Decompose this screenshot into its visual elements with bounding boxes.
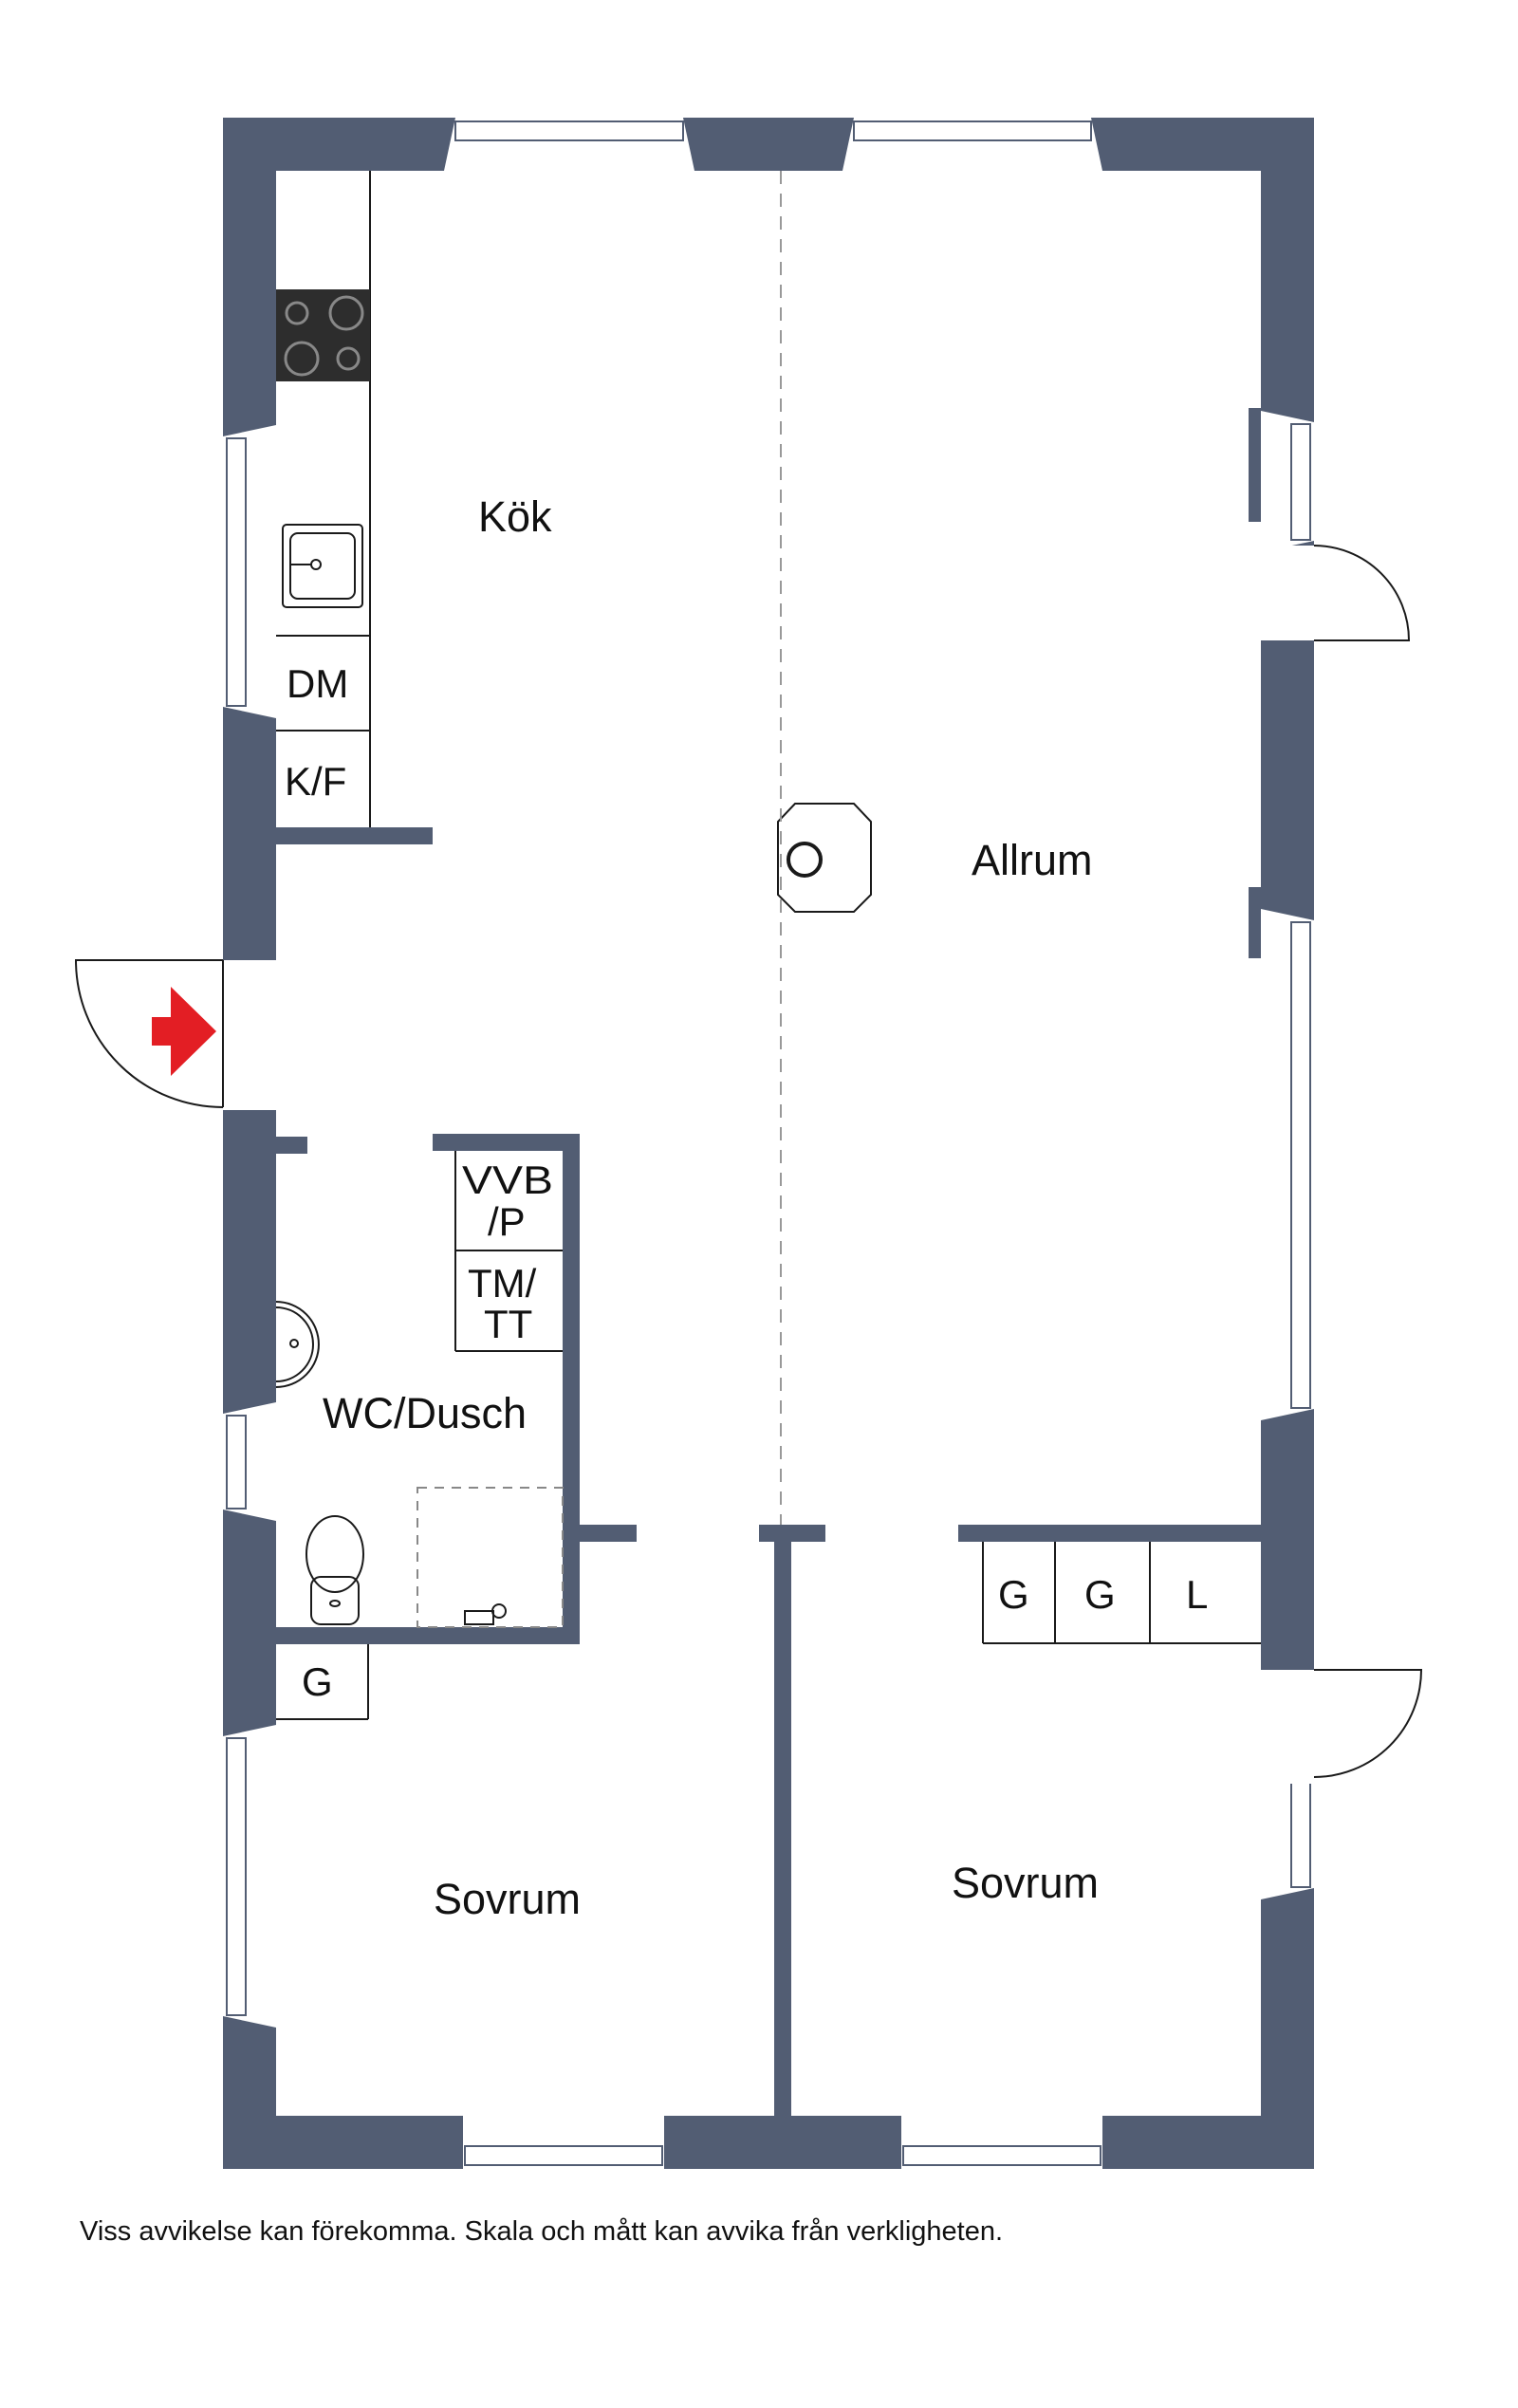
label-tt: TT: [484, 1302, 532, 1346]
label-g-bath: G: [302, 1659, 333, 1704]
stove-icon: [276, 289, 370, 381]
label-g-2: G: [1084, 1572, 1116, 1617]
windows: [223, 118, 1314, 2169]
label-l: L: [1186, 1572, 1208, 1617]
room-label-sovrum-right: Sovrum: [952, 1859, 1099, 1907]
doors: [74, 545, 1423, 1784]
label-tm: TM/: [468, 1261, 537, 1306]
exterior-walls: [223, 118, 1314, 2169]
label-vvb-p: /P: [488, 1199, 526, 1244]
washbasin-icon: [275, 1301, 320, 1388]
central-wall-cap: [759, 1525, 825, 1542]
central-bedroom-wall: [774, 1525, 791, 2116]
bath-bottom-wall: [273, 1627, 580, 1644]
fireplace-icon: [777, 803, 872, 913]
label-vvb: VVB: [462, 1158, 553, 1202]
bath-wall-stub: [273, 1137, 307, 1154]
room-label-wc-dusch: WC/Dusch: [323, 1389, 527, 1437]
disclaimer-text: Viss avvikelse kan förekomma. Skala och …: [80, 2216, 1004, 2247]
toilet-icon: [305, 1515, 364, 1625]
room-label-allrum: Allrum: [972, 836, 1093, 884]
closets: [276, 1542, 1261, 1720]
closet-top-wall: [958, 1525, 1262, 1542]
entrance-arrow-icon: [152, 987, 216, 1076]
bath-wall-stub-right: [580, 1525, 637, 1542]
label-g-1: G: [998, 1572, 1029, 1617]
bathroom-fixtures: [417, 1151, 564, 1628]
kitchen: [276, 171, 371, 827]
bath-right-wall: [563, 1134, 580, 1644]
kitchen-partition-wall: [273, 827, 433, 844]
bath-top-wall: [433, 1134, 580, 1151]
label-dm: DM: [287, 661, 348, 706]
shower-tap-icon: [464, 1603, 507, 1625]
sink-icon: [282, 524, 363, 608]
room-label-kok: Kök: [478, 492, 552, 541]
room-label-sovrum-left: Sovrum: [434, 1875, 581, 1923]
label-kf: K/F: [285, 759, 346, 804]
